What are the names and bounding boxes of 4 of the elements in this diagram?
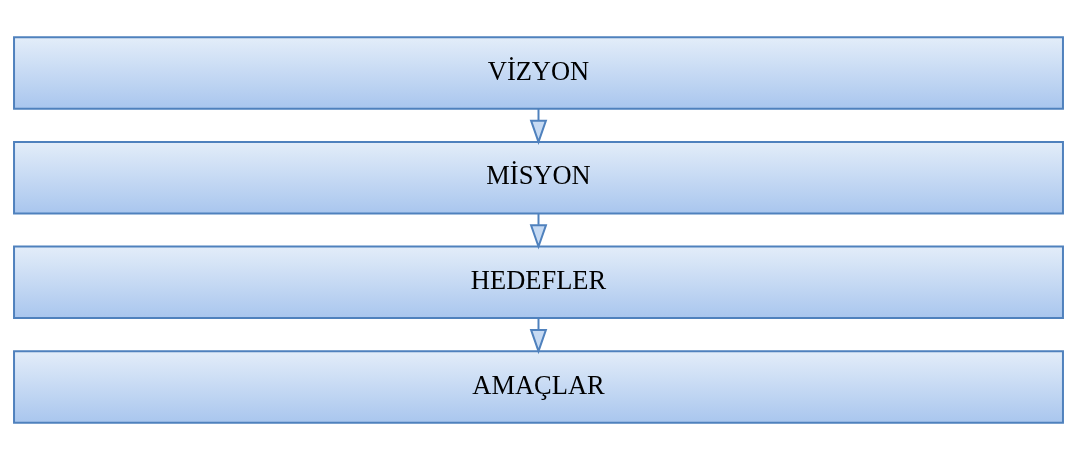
node-box: MİSYON [13, 140, 1064, 214]
node-box: AMAÇLAR [13, 349, 1064, 424]
node-box: HEDEFLER [13, 245, 1064, 319]
node-box: VİZYON [13, 35, 1064, 110]
